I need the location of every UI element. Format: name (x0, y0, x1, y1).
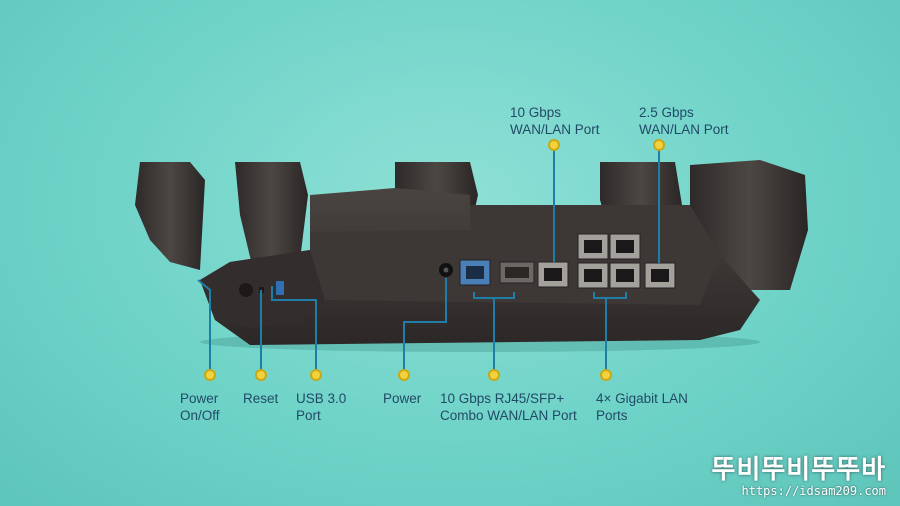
combo-label: 10 Gbps RJ45/SFP+ Combo WAN/LAN Port (440, 391, 577, 423)
callout-lines (197, 148, 660, 375)
power-onoff-dot (204, 369, 216, 381)
wan25-dot (653, 139, 665, 151)
usb-dot (310, 369, 322, 381)
wan25-label: 2.5 Gbps WAN/LAN Port (639, 105, 729, 137)
wan10-label: 10 Gbps WAN/LAN Port (510, 105, 600, 137)
combo-dot (488, 369, 500, 381)
gigabit-dot (600, 369, 612, 381)
reset-dot (255, 369, 267, 381)
usb-label: USB 3.0 Port (296, 391, 347, 423)
watermark-korean: 뚜비뚜비뚜뚜바 (711, 455, 886, 485)
power-label: Power (383, 391, 422, 406)
wan10-dot (548, 139, 560, 151)
watermark: 뚜비뚜비뚜뚜바 https://idsam209.com (712, 449, 886, 498)
reset-label: Reset (243, 391, 279, 406)
power-onoff-label: Power On/Off (180, 391, 220, 423)
watermark-url: https://idsam209.com (741, 484, 887, 498)
gigabit-label: 4× Gigabit LAN Ports (596, 391, 688, 423)
power-dot (398, 369, 410, 381)
